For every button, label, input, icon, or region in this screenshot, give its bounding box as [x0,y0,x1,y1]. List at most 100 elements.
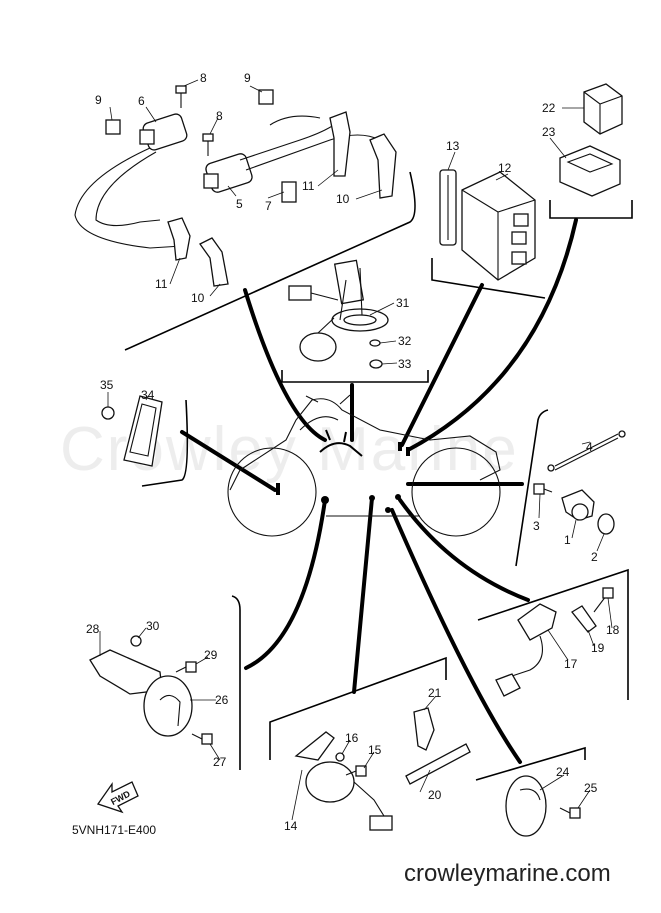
cable[interactable] [547,430,626,472]
group-bracket-reflector [141,399,189,487]
callout-19: 19 [591,641,605,655]
callout-10a: 10 [336,192,350,206]
plug-cap-left[interactable] [167,217,191,261]
starter-relay[interactable] [294,731,393,831]
group-bracket-horn-right [475,746,586,781]
plug-cap-right[interactable] [329,111,351,177]
callout-8b: 8 [216,109,223,123]
cap-right[interactable] [258,89,274,105]
fwd-arrow-icon: FWD [96,781,139,814]
callout-8a: 8 [200,71,207,85]
callout-13: 13 [446,139,460,153]
strap[interactable] [439,169,457,246]
callout-3: 3 [533,519,540,533]
ignition-coil-left[interactable] [139,113,188,152]
group-bracket-relay [549,200,633,219]
washer-starter[interactable] [335,752,345,762]
callout-18: 18 [606,623,620,637]
callout-22: 22 [542,101,556,115]
callout-34: 34 [141,388,155,402]
fuel-sender[interactable] [288,259,389,362]
callout-9b: 9 [244,71,251,85]
callout-15: 15 [368,743,382,757]
callout-5: 5 [236,197,243,211]
leader-ignition [243,288,327,442]
callout-17: 17 [564,657,578,671]
group-bracket-ignition [124,171,416,351]
screw-right[interactable] [202,133,214,156]
callout-33: 33 [398,357,412,371]
screw-left[interactable] [175,85,187,108]
leader-horn-right [390,508,522,764]
group-bracket-starter [269,656,447,760]
callout-9a: 9 [95,93,102,107]
leader-reflector [180,430,277,492]
group-bracket-horn-left [231,595,241,770]
reflector[interactable] [123,395,163,467]
bolt-fuel[interactable] [369,359,383,369]
o-ring[interactable] [597,513,615,535]
group-bracket-fuel-sender [281,370,429,383]
plug-cap-b-left[interactable] [199,237,229,287]
callout-11b: 11 [155,277,168,291]
callout-27: 27 [213,755,227,769]
leader-starter [352,496,374,694]
callout-35: 35 [100,378,114,392]
callout-10b: 10 [191,291,205,305]
cap-left[interactable] [105,119,121,135]
callout-11a: 11 [302,179,315,193]
ht-lead-left-2 [95,151,161,227]
callout-12: 12 [498,161,512,175]
nut-horn[interactable] [130,635,142,647]
leader-ecu [400,283,484,447]
callout-21: 21 [428,686,442,700]
stud[interactable] [405,743,471,785]
callout-2: 2 [591,550,598,564]
callout-1: 1 [564,533,571,547]
callout-24: 24 [556,765,570,779]
callout-31: 31 [396,296,410,310]
callout-26: 26 [215,693,229,707]
bolt-horn-bottom[interactable] [191,733,213,745]
bolt-horn-top[interactable] [175,661,197,673]
callout-20: 20 [428,788,442,802]
relay-holder[interactable] [559,145,621,197]
callout-30: 30 [146,619,160,633]
washer-fuel[interactable] [369,339,381,347]
bolt-starter[interactable] [345,765,367,777]
bolt-speed-sensor[interactable] [593,587,614,613]
motorcycle-outline [227,394,501,537]
relay[interactable] [583,83,623,135]
ht-lead-right-2 [245,134,381,171]
clip[interactable] [281,181,297,203]
callout-6: 6 [138,94,145,108]
ignition-coil-right[interactable] [203,152,254,194]
group-bracket-speed-sensor [477,568,629,700]
speed-sensor[interactable] [495,603,557,697]
ht-lead-right-3 [269,115,321,126]
group-bracket-ecu [431,258,546,299]
callout-7: 7 [265,199,272,213]
group-bracket-sensor [515,409,549,567]
plug-cap-b-right[interactable] [369,133,397,199]
diagram-code: 5VNH171-E400 [72,823,156,837]
callout-28: 28 [86,622,100,636]
callout-23: 23 [542,125,556,139]
ecu-unit[interactable] [461,171,536,281]
leader-speed-sensor [398,498,530,602]
bolt-sensor[interactable] [533,483,553,495]
callout-16: 16 [345,731,359,745]
ht-lead-left [74,147,183,249]
sensor[interactable] [561,489,595,521]
nut-reflector[interactable] [101,406,115,420]
harness-clip[interactable] [413,707,435,751]
footer-url[interactable]: crowleymarine.com [404,860,611,887]
sensor-bracket[interactable] [571,605,597,633]
callout-4: 4 [586,440,593,454]
horn-right[interactable] [505,775,547,837]
bolt-horn-right[interactable] [559,807,581,819]
horn-left[interactable] [143,675,193,737]
callout-29: 29 [204,648,218,662]
leader-relay [406,218,578,452]
